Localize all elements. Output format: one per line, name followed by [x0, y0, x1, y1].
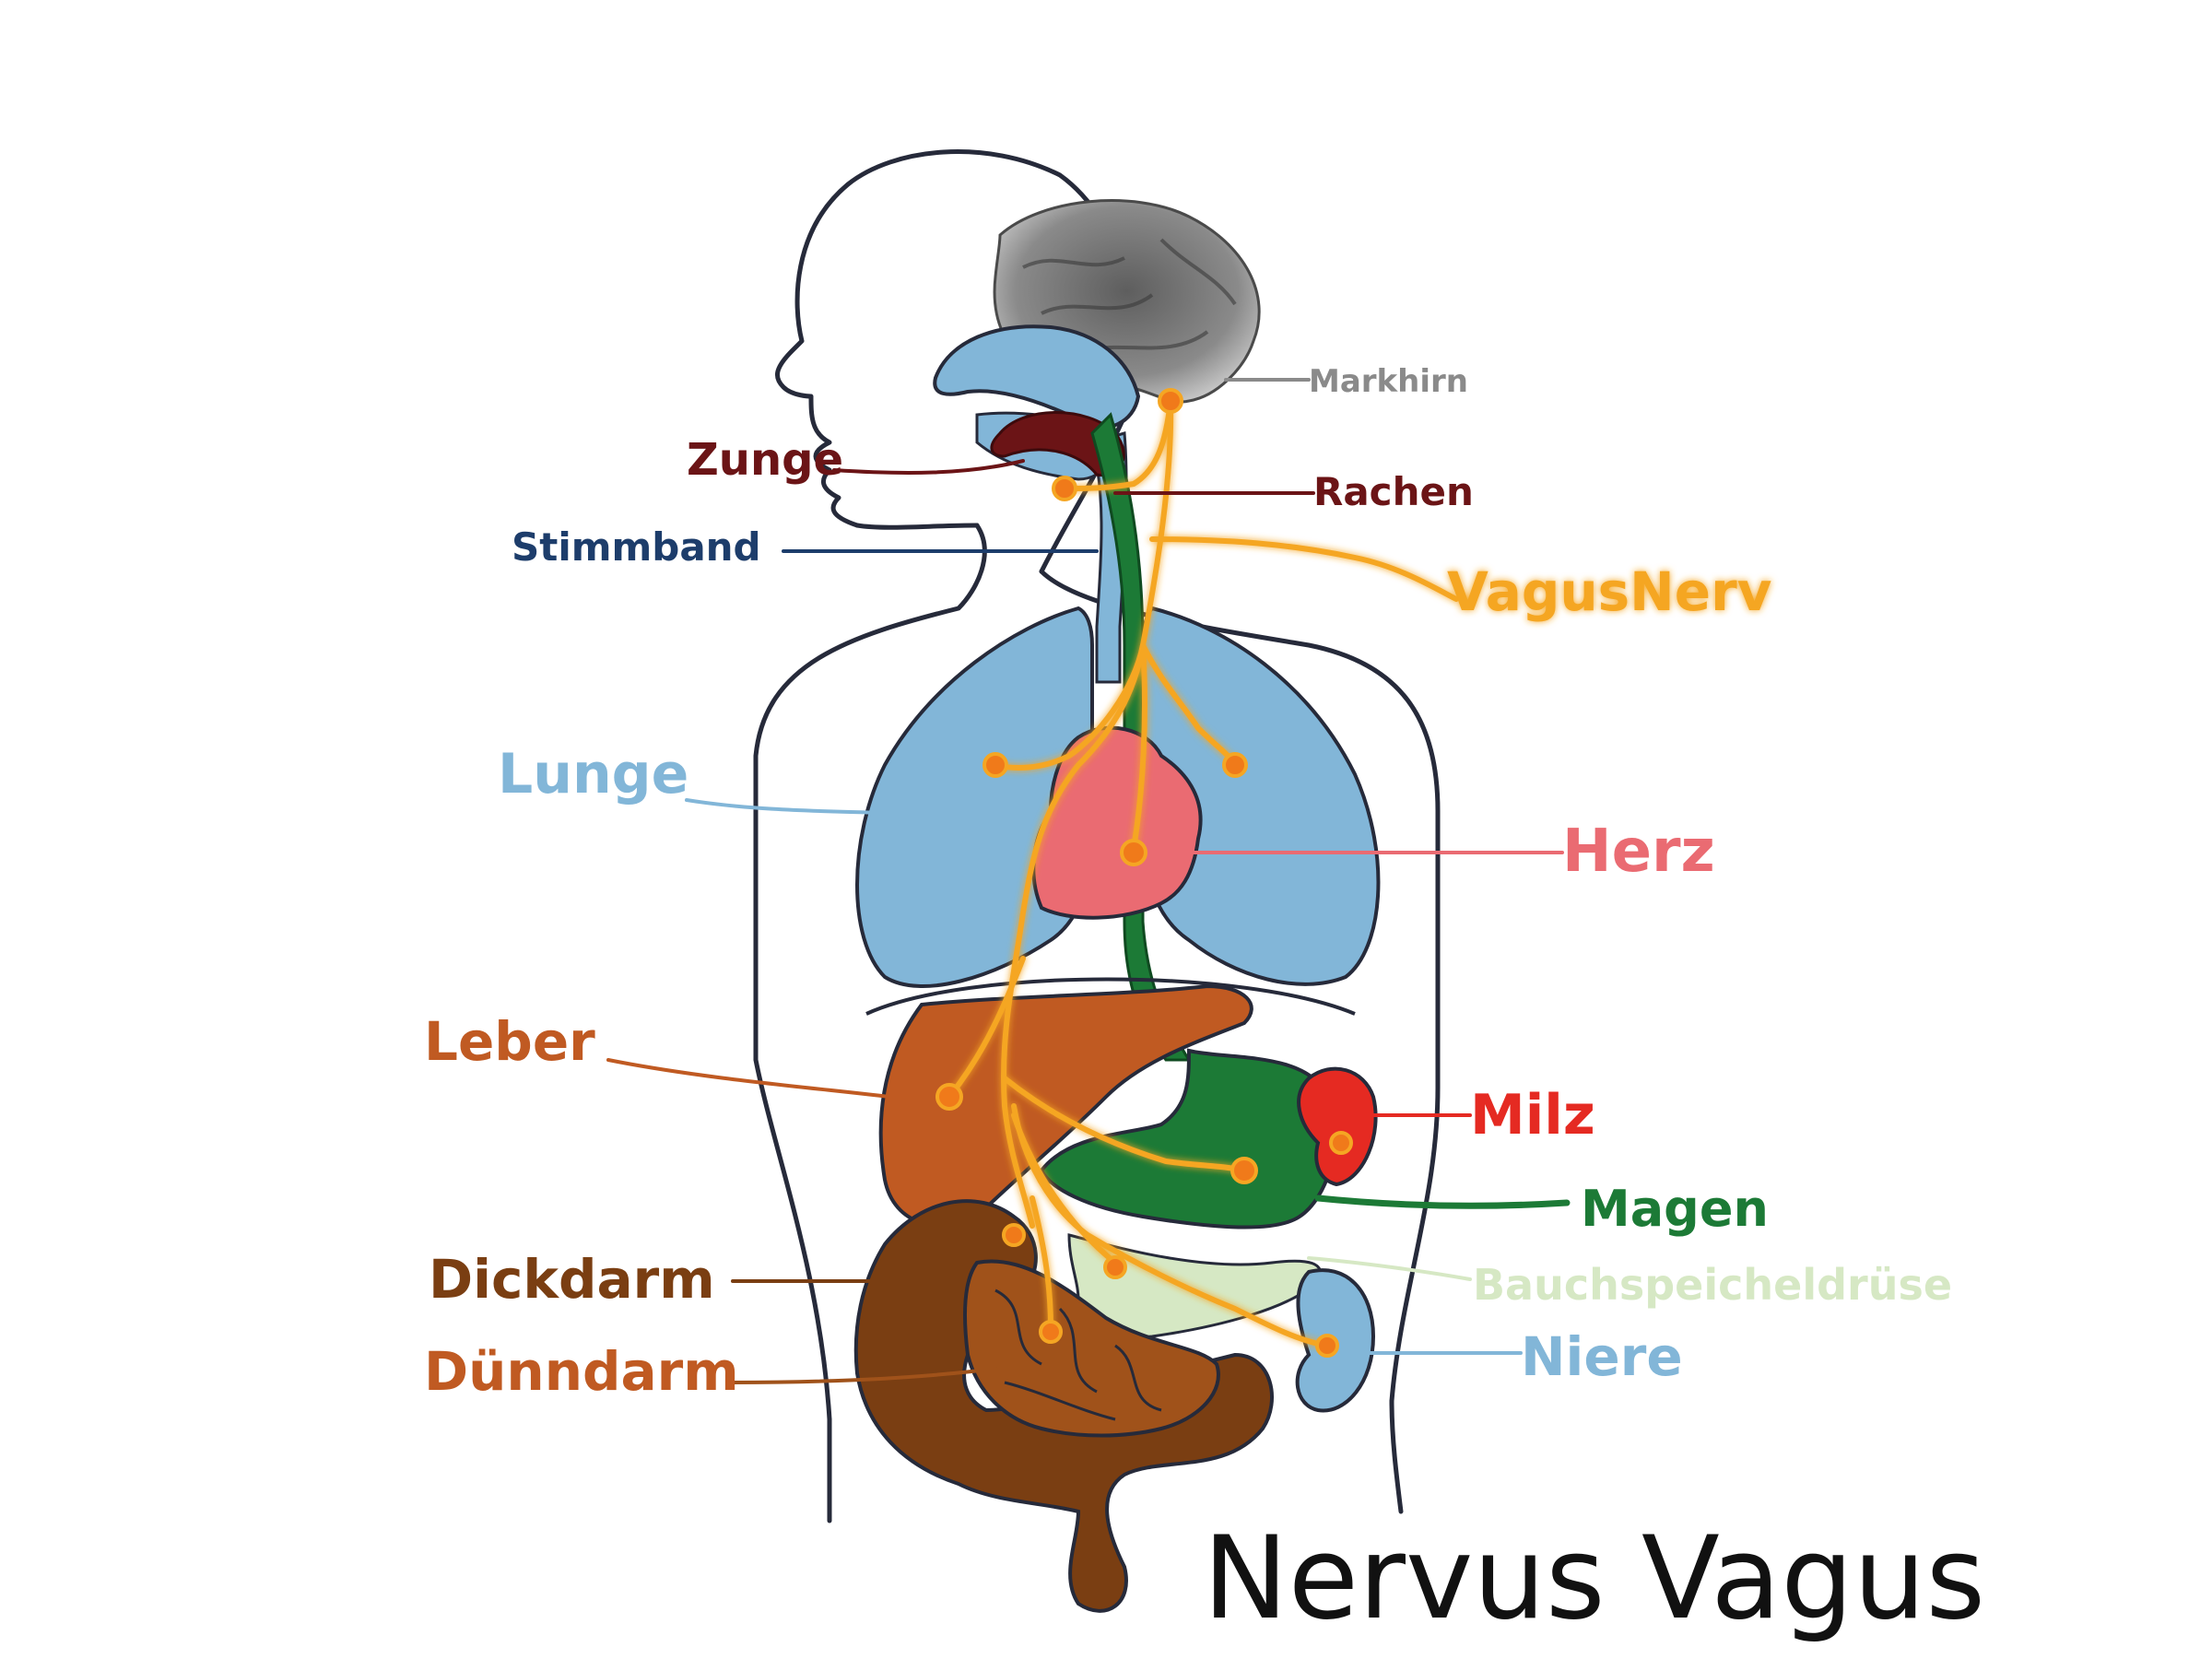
node-lung-right: [1222, 752, 1248, 778]
node-lung-left: [982, 752, 1008, 778]
node-liver: [935, 1083, 963, 1111]
label-markhirn: Markhirn: [1309, 363, 1468, 400]
label-lunge: Lunge: [498, 742, 688, 806]
node-pancreas: [1103, 1255, 1127, 1279]
label-duenndarm: Dünndarm: [424, 1340, 739, 1403]
leader-lines: [606, 378, 1571, 1384]
vagus-nerve: [947, 398, 1459, 1348]
node-kidney: [1315, 1334, 1339, 1358]
node-spleen: [1329, 1131, 1353, 1155]
node-intestine-1: [1002, 1223, 1026, 1247]
label-niere: Niere: [1521, 1325, 1683, 1388]
small-intestine: [963, 1259, 1220, 1438]
label-dickdarm: Dickdarm: [429, 1248, 715, 1311]
node-heart: [1120, 839, 1147, 866]
liver: [878, 983, 1253, 1228]
nerve-nodes: [935, 388, 1353, 1358]
label-stimmband: Stimmband: [512, 524, 761, 570]
diagram-title: Nervus Vagus: [1203, 1512, 1985, 1645]
label-vagusnerv: VagusNerv: [1447, 560, 1771, 623]
node-medulla: [1158, 388, 1183, 414]
node-pharynx: [1052, 476, 1077, 501]
label-rachen: Rachen: [1313, 469, 1474, 514]
label-leber: Leber: [424, 1010, 595, 1073]
leader-duenndarm: [731, 1367, 997, 1384]
leader-magen: [1314, 1194, 1571, 1209]
label-magen: Magen: [1581, 1180, 1769, 1238]
spleen: [1297, 1066, 1378, 1187]
leader-zunge: [832, 459, 1025, 475]
diaphragm: [865, 977, 1356, 1016]
leader-leber: [606, 1058, 891, 1099]
leader-lunge: [685, 798, 882, 815]
label-milz: Milz: [1470, 1083, 1595, 1147]
label-zunge: Zunge: [687, 434, 843, 486]
leader-bauchspeicheldruese: [1307, 1256, 1472, 1281]
small-intestine-folds: [994, 1288, 1162, 1421]
node-stomach: [1230, 1157, 1258, 1184]
label-bauchspeicheldruese: Bauchspeicheldrüse: [1473, 1260, 1952, 1310]
node-intestine-2: [1039, 1320, 1063, 1344]
label-herz: Herz: [1562, 818, 1715, 886]
